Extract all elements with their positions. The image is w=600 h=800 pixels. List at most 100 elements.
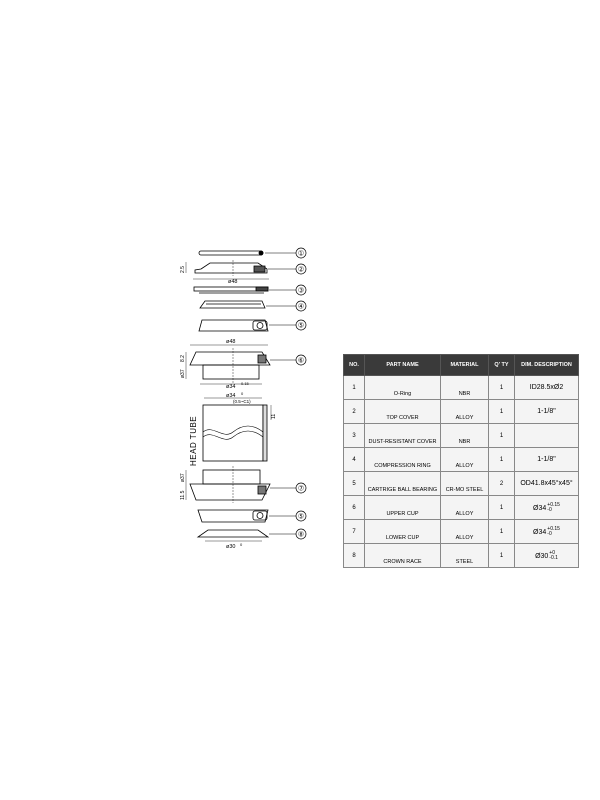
dust-cover-part — [193, 286, 296, 294]
row-no: 2 — [343, 399, 365, 424]
row-qty: 1 — [488, 519, 515, 544]
dim-value: Ø34 — [533, 504, 547, 512]
row-material: ALLOY — [440, 399, 489, 424]
row-no: 1 — [343, 375, 365, 400]
tolerance-upper: +0.15 — [547, 501, 560, 508]
row-part-name: UPPER CUP — [364, 495, 441, 520]
row-part-name: LOWER CUP — [364, 519, 441, 544]
row-part-name: O-Ring — [364, 375, 441, 400]
table-header-row: NO. PART NAME MATERIAL Q' TY DIM. DESCRI… — [343, 354, 579, 376]
dim-value: Ø30 — [535, 552, 549, 560]
dim-upper-cup-side: 8.2 — [180, 355, 186, 362]
dim-top-cover-dia: ø48 — [228, 279, 237, 285]
row-part-name: DUST-RESISTANT COVER — [364, 423, 441, 448]
row-no: 4 — [343, 447, 365, 472]
row-no: 3 — [343, 423, 365, 448]
dim-head-tube-id: ø34 — [226, 393, 235, 399]
tolerance-lower: -0 — [547, 506, 552, 513]
callout-circle-5b — [295, 510, 307, 522]
callout-number: ⑤ — [298, 322, 304, 330]
row-material: CR-MO STEEL — [440, 471, 489, 496]
dim-tolerance: +0.15-0 — [547, 501, 560, 513]
callout-circle-4 — [295, 300, 307, 312]
row-dim-description: Ø34+0.15-0 — [514, 519, 579, 544]
callout-number: ⑦ — [298, 485, 304, 493]
dim-crown-race-tol: 0 — [240, 542, 243, 547]
row-qty: 1 — [488, 495, 515, 520]
bearing-upper-part — [198, 319, 296, 332]
callout-number: ③ — [298, 287, 304, 295]
dim-value: ID28.5xØ2 — [529, 384, 564, 391]
row-dim-description: Ø30+0-0.1 — [514, 543, 579, 568]
row-part-name: CARTRIGE BALL BEARING — [364, 471, 441, 496]
dim-head-tube-id-tol: 0 — [241, 391, 244, 396]
callout-number: ⑧ — [298, 531, 304, 539]
row-no: 8 — [343, 543, 365, 568]
lower-cup-part — [185, 466, 296, 503]
row-no: 5 — [343, 471, 365, 496]
dim-head-tube-right: 11 — [271, 414, 277, 419]
callout-number: ② — [298, 266, 304, 274]
callout-circle-8 — [295, 528, 307, 540]
row-part-name: CROWN RACE — [364, 543, 441, 568]
row-dim-description: OD41.8x45°x45° — [514, 471, 579, 496]
header-material: MATERIAL — [440, 354, 489, 376]
header-part-name: PART NAME — [364, 354, 441, 376]
o-ring-part — [198, 250, 296, 256]
callout-number: ④ — [298, 303, 304, 311]
tolerance-lower: -0 — [547, 530, 552, 537]
row-no: 7 — [343, 519, 365, 544]
row-part-name: COMPRESSION RING — [364, 447, 441, 472]
crown-race-part — [196, 529, 296, 542]
row-material: ALLOY — [440, 519, 489, 544]
dim-lower-cup-side2: ø37 — [180, 473, 186, 482]
row-material: ALLOY — [440, 447, 489, 472]
dim-value: 1-1/8" — [537, 456, 556, 463]
head-tube-label: HEAD TUBE — [189, 416, 198, 466]
dim-tolerance: +0.15-0 — [547, 525, 560, 537]
dim-upper-cup-dia: ø48 — [226, 339, 235, 345]
row-material: NBR — [440, 423, 489, 448]
row-dim-description — [514, 423, 579, 448]
row-qty: 1 — [488, 423, 515, 448]
callout-circle-1 — [295, 247, 307, 259]
tolerance-upper: +0.15 — [547, 525, 560, 532]
tolerance-upper: +0 — [549, 549, 555, 556]
dim-value: Ø34 — [533, 528, 547, 536]
callout-number: ⑥ — [298, 357, 304, 365]
dim-value: OD41.8x45°x45° — [520, 480, 573, 487]
dim-tolerance: +0-0.1 — [549, 549, 558, 561]
dim-lower-cup-side: 11.5 — [180, 490, 186, 500]
callout-circle-3 — [295, 284, 307, 296]
dim-value: 1-1/8" — [537, 408, 556, 415]
row-material: ALLOY — [440, 495, 489, 520]
row-no: 6 — [343, 495, 365, 520]
dim-chamfer: (0.5~C1) — [233, 399, 251, 404]
compression-ring-part — [199, 300, 296, 309]
callout-number: ① — [298, 250, 304, 258]
callout-number: ⑤ — [298, 513, 304, 521]
callout-circle-6 — [295, 354, 307, 366]
dim-top-cover-height: 2.5 — [180, 266, 186, 273]
row-material: STEEL — [440, 543, 489, 568]
upper-cup-part — [185, 344, 296, 385]
row-qty: 2 — [488, 471, 515, 496]
dim-upper-cup-press: ø34 — [226, 384, 235, 390]
row-qty: 1 — [488, 543, 515, 568]
head-tube-part — [202, 397, 272, 462]
row-material: NBR — [440, 375, 489, 400]
row-part-name: TOP COVER — [364, 399, 441, 424]
header-dim-description: DIM. DESCRIPTION — [514, 354, 579, 376]
callout-circle-2 — [295, 263, 307, 275]
dim-upper-cup-press-tol: 0.15 — [241, 381, 250, 386]
row-qty: 1 — [488, 375, 515, 400]
row-dim-description: Ø34+0.15-0 — [514, 495, 579, 520]
callout-circle-5 — [295, 319, 307, 331]
